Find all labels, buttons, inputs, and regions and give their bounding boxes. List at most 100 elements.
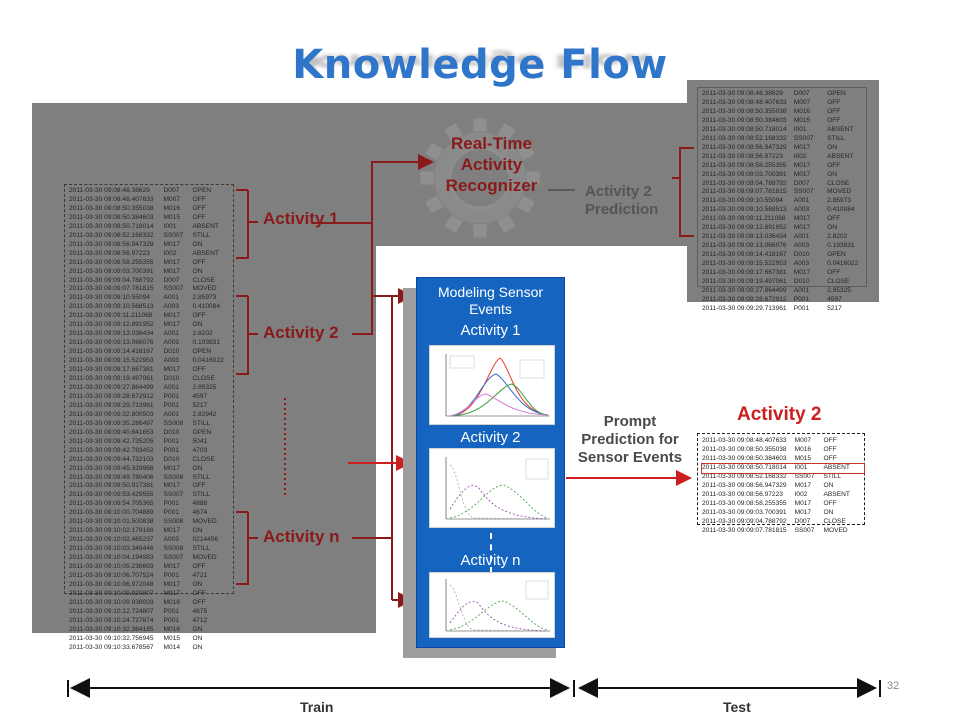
test-label: Test [723, 699, 751, 715]
log-cell: ABSENT [192, 222, 219, 230]
log-cell: 2011-03-30 09:09:11.211068 [69, 312, 153, 320]
log-cell: 2011-03-30 09:09:17.667381 [702, 269, 787, 277]
log-cell: 2011-03-30 09:10:09.920807 [69, 589, 154, 597]
log-cell: 2011-03-30 09:09:12.891952 [702, 224, 787, 232]
log-cell: 2011-03-30 09:09:53.429555 [69, 491, 154, 499]
log-cell: M016 [793, 107, 811, 115]
log-cell: 2011-03-30 09:08:50.718014 [702, 463, 787, 471]
log-cell: 2011-03-30 09:10:09.938003 [69, 598, 154, 606]
log-cell: M015 [794, 454, 812, 462]
log-cell: OFF [192, 598, 206, 606]
log-cell: ON [827, 224, 837, 232]
log-cell: 2011-03-30 09:08:50.355038 [702, 107, 787, 115]
log-cell: 2011-03-30 09:10:01.500838 [69, 518, 154, 526]
log-cell: P001 [163, 401, 179, 409]
log-cell: 2011-03-30 09:09:04.788792 [69, 276, 154, 284]
log-cell: A001 [793, 286, 810, 294]
log-cell: 2011-03-30 09:09:15.522953 [69, 357, 154, 365]
log-cell: 2011-03-30 09:09:35.286497 [69, 419, 154, 427]
log-cell: M017 [793, 161, 811, 169]
log-cell: 0.193831 [192, 339, 220, 347]
log-cell: SS007 [794, 526, 815, 534]
log-cell: 2.8202 [192, 330, 213, 338]
log-cell: 2011-03-30 09:08:48.38629 [702, 90, 783, 97]
log-cell: OPEN [192, 428, 212, 436]
log-cell: M017 [794, 508, 812, 516]
prompt-prediction-label: Prompt Prediction for Sensor Events [577, 413, 683, 466]
log-cell: ABSENT [823, 463, 850, 471]
panel-activity-1: Activity 1 [460, 322, 521, 339]
log-cell: 0.0416022 [827, 260, 859, 268]
plot-activity-1 [429, 345, 555, 425]
log-cell: 2011-03-30 09:09:15.522953 [702, 260, 787, 268]
log-cell: 4888 [192, 500, 208, 508]
log-cell: 2011-03-30 09:08:56.97223 [69, 249, 150, 257]
log-cell: ON [192, 625, 203, 633]
bracket-activity-1 [236, 189, 258, 259]
log-cell: 2011-03-30 09:08:56.97223 [702, 490, 783, 498]
log-cell: OFF [823, 445, 837, 453]
panel-title: Modeling Sensor Events [437, 284, 544, 317]
log-cell: A003 [793, 206, 810, 214]
log-cell: 2.85325 [192, 383, 217, 391]
log-cell: M016 [163, 625, 181, 633]
log-cell: 2011-03-30 09:10:24.727874 [69, 616, 154, 624]
log-cell: 2011-03-30 09:09:54.705365 [69, 500, 154, 508]
log-cell: 2011-03-30 09:09:03.700391 [702, 170, 787, 178]
log-cell: A003 [163, 339, 179, 347]
panel-activity-n: Activity n [460, 552, 521, 569]
log-cell: OFF [192, 563, 206, 571]
log-cell: ON [192, 464, 203, 472]
log-cell: 2011-03-30 09:09:28.672912 [702, 295, 787, 303]
log-cell: 2011-03-30 09:08:50.384603 [69, 213, 154, 221]
log-cell: ABSENT [827, 152, 854, 160]
log-cell: 2011-03-30 09:09:28.672912 [69, 392, 154, 400]
log-cell: 2011-03-30 09:10:03.349446 [69, 545, 154, 553]
log-cell: A001 [163, 330, 179, 338]
log-cell: OFF [827, 116, 841, 124]
log-cell: 2011-03-30 09:09:03.700391 [69, 267, 154, 275]
log-cell: SS007 [793, 188, 814, 196]
log-cell: 2011-03-30 09:08:52.168332 [702, 472, 787, 480]
log-cell: 2011-03-30 09:09:13.036434 [69, 330, 154, 338]
activity2-connector [352, 190, 373, 335]
log-cell: MOVED [827, 188, 852, 196]
log-cell: M017 [793, 143, 811, 151]
log-cell: A001 [163, 410, 179, 418]
log-cell: M017 [794, 499, 812, 507]
log-cell: SS007 [163, 285, 184, 293]
log-cell: I001 [793, 125, 807, 133]
predicted-activity-label: Activity 2 [737, 404, 822, 425]
slide-title: Knowledge Flow [292, 42, 668, 88]
log-cell: 2011-03-30 09:09:50.917381 [69, 482, 154, 490]
log-cell: 0.193831 [827, 242, 855, 250]
log-cell: A001 [793, 233, 810, 241]
log-cell: STILL [192, 231, 211, 239]
log-cell: A003 [163, 303, 179, 311]
log-cell: M017 [793, 269, 811, 277]
log-cell: 4597 [192, 392, 208, 400]
log-cell: 2011-03-30 09:09:29.713961 [69, 401, 154, 409]
log-cell: 2011-03-30 09:10:00.704889 [69, 509, 154, 517]
log-cell: M016 [163, 204, 181, 212]
log-cell: 2011-03-30 09:10:12.724807 [69, 607, 154, 615]
